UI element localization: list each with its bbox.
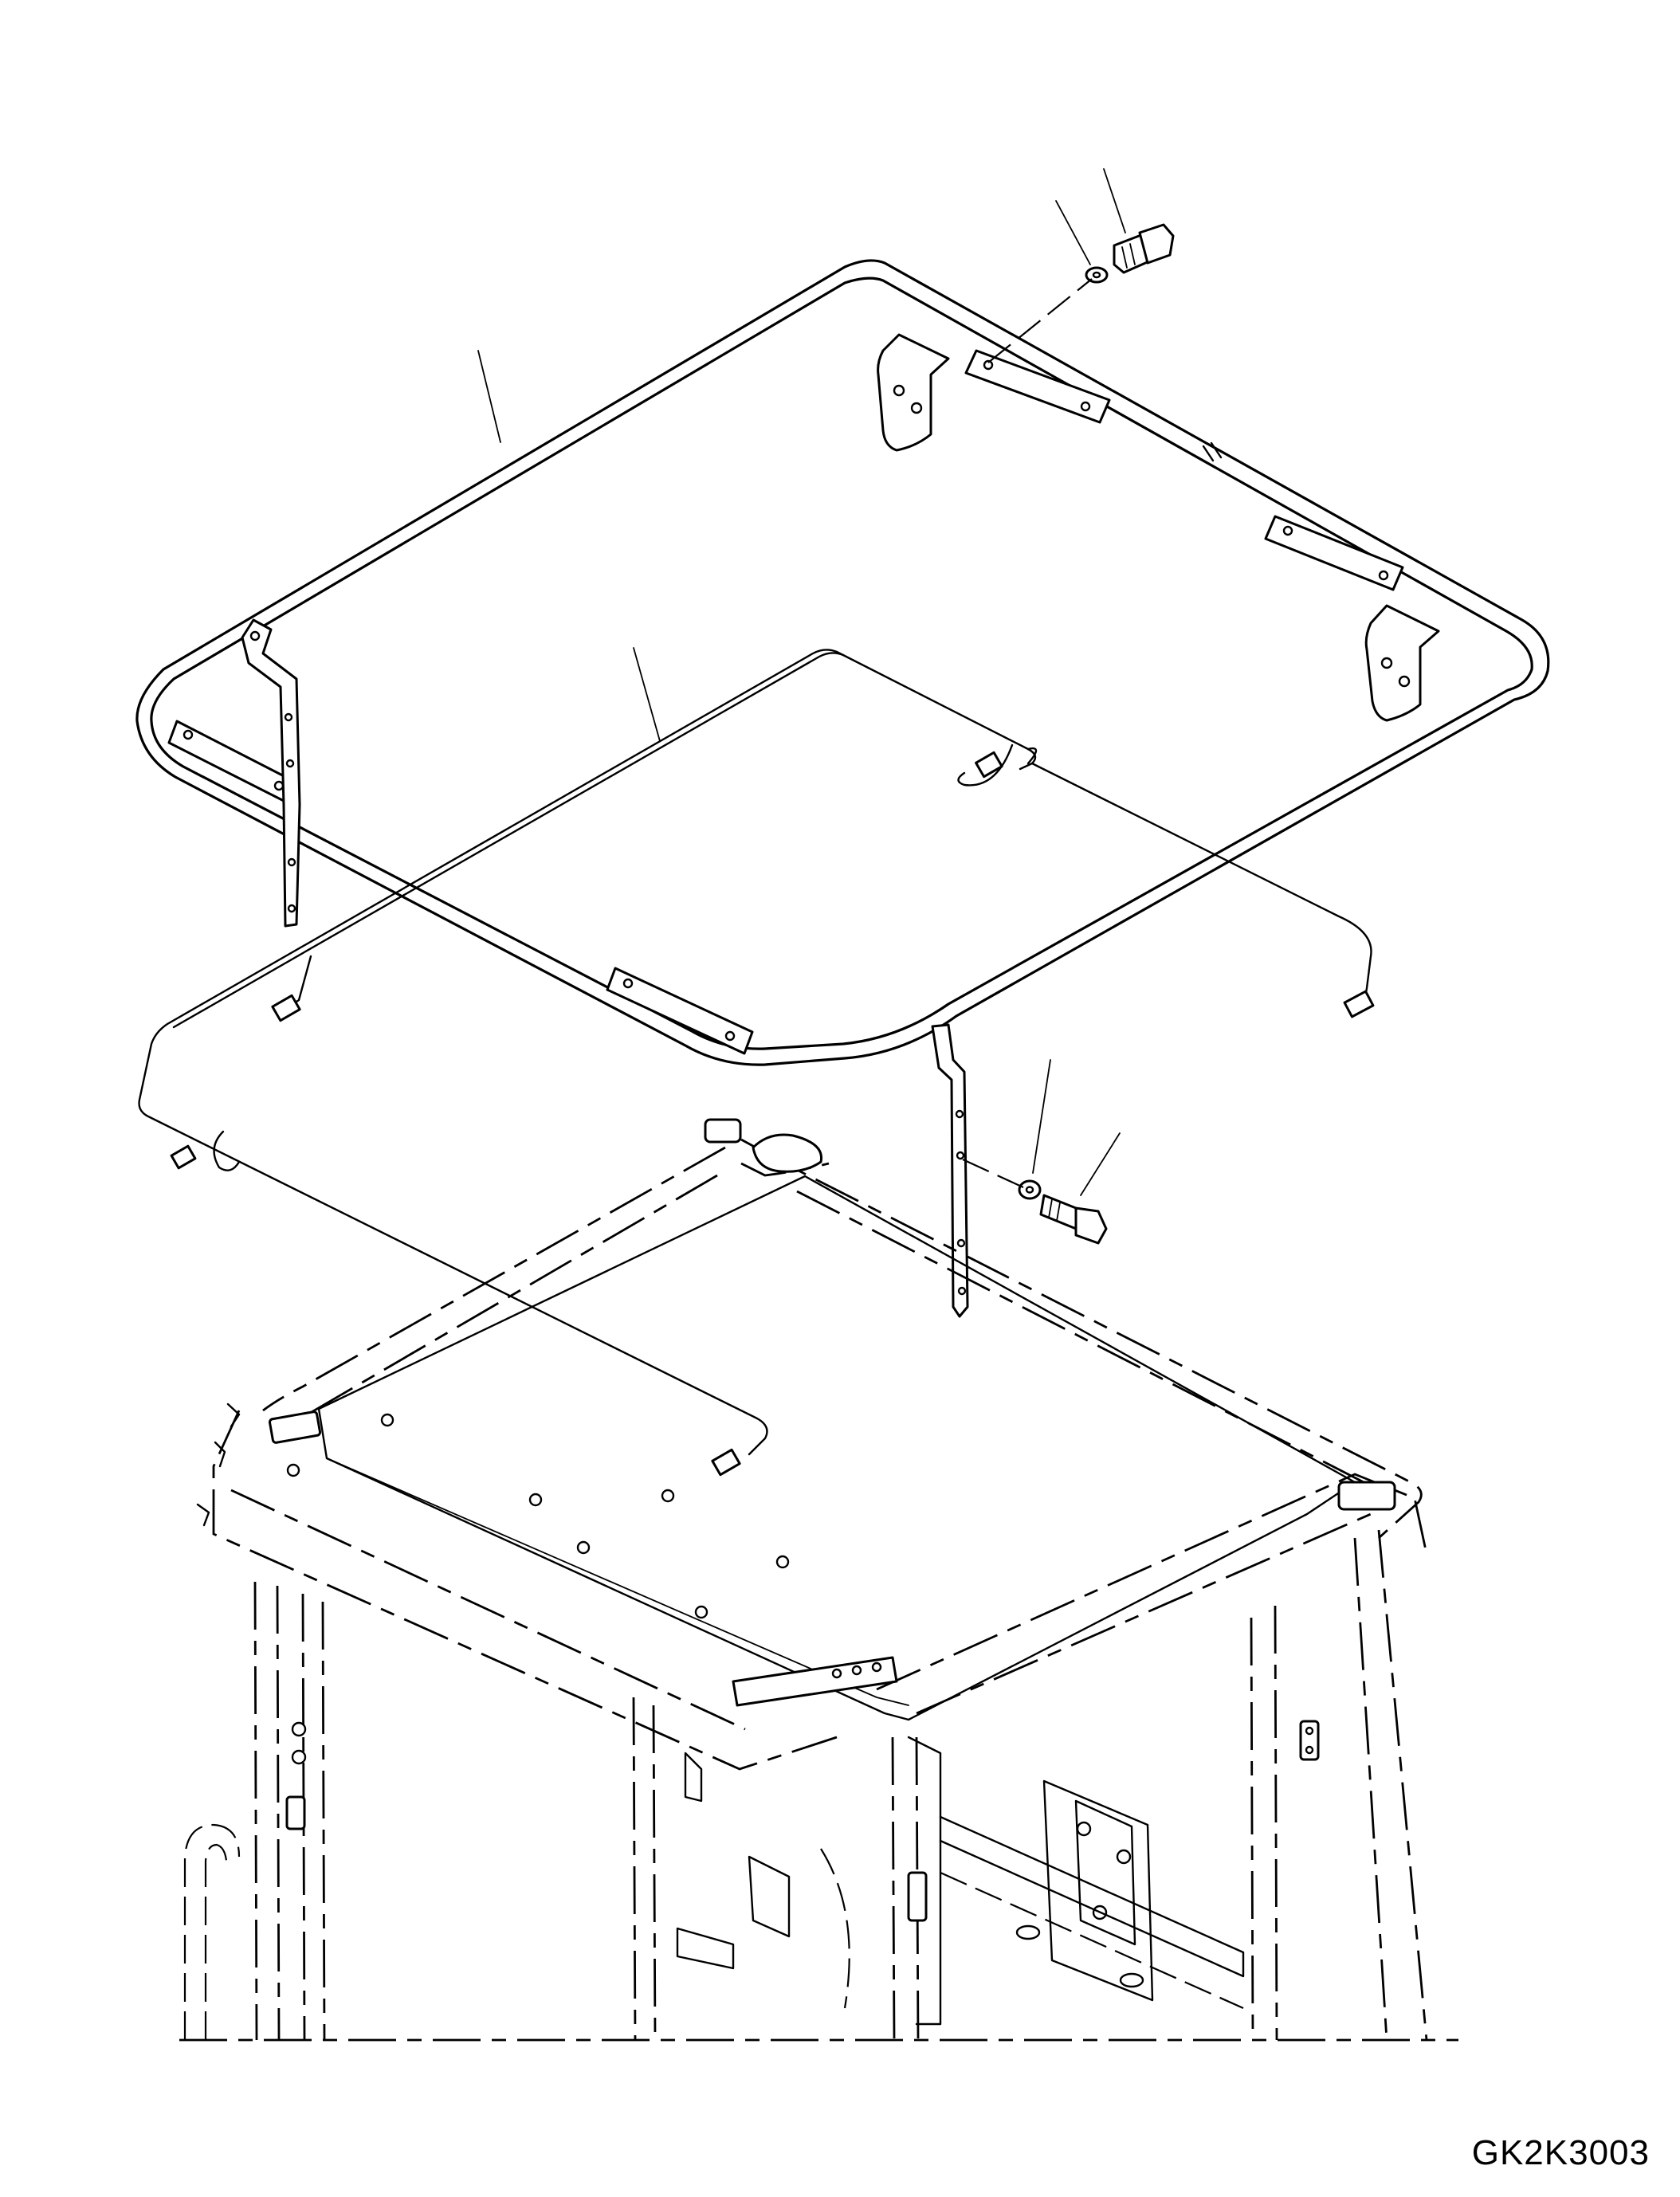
alignment-lines <box>962 278 1093 1188</box>
bolt-icon <box>1113 223 1175 274</box>
leader-lines <box>477 168 1126 1196</box>
washer-icon <box>1018 1179 1042 1200</box>
bolt-icon <box>1039 1194 1108 1245</box>
cab-roof-structure-icon <box>179 1118 1458 2042</box>
wiring-harness-icon <box>138 649 1375 1477</box>
drawing-code-label: GK2K3003 <box>1471 2133 1650 2172</box>
roof-rail-frame-icon <box>135 259 1550 1318</box>
